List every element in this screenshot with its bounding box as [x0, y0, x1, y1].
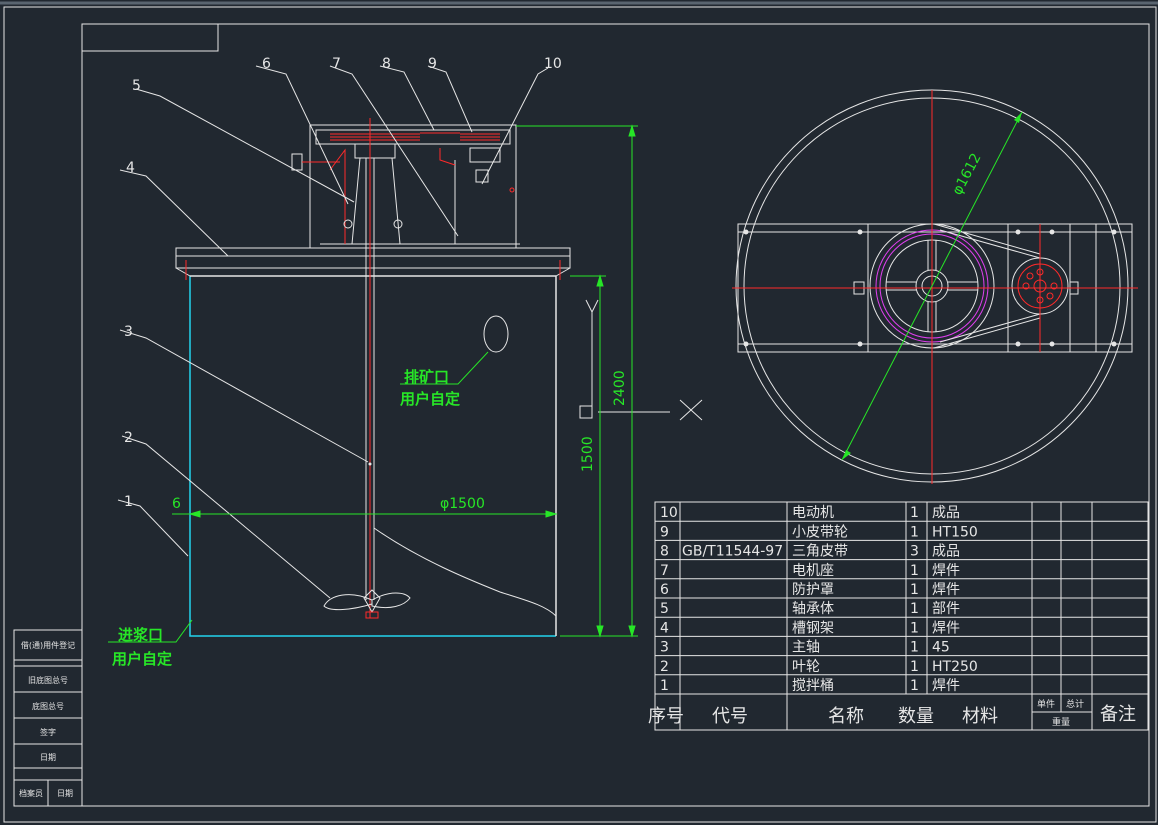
side-registration-table: 借(通)用件登记 旧底图总号 底图总号 签字 日期 档案员 日期	[13, 629, 83, 807]
bom-cell-no: 6	[660, 582, 669, 598]
bom-cell-name: 槽钢架	[792, 620, 834, 636]
dim-prefix: 6	[172, 496, 181, 512]
balloon-4: 4	[126, 160, 135, 176]
bom-header-qty: 数量	[898, 706, 934, 727]
bom-cell-material: 焊件	[932, 582, 960, 598]
balloon-8: 8	[382, 56, 391, 72]
bom-cell-name: 小皮带轮	[792, 524, 848, 540]
bom-cell-no: 3	[660, 640, 669, 656]
bom-cell-no: 5	[660, 601, 669, 617]
bom-header-remark: 备注	[1100, 704, 1136, 725]
bom-cell-code: GB/T11544-97	[682, 544, 783, 560]
bom-cell-qty: 1	[910, 524, 919, 540]
dim-outer-diameter: φ1612	[949, 151, 984, 198]
balloon-1: 1	[124, 494, 133, 510]
dim-total-height: 2400	[612, 370, 628, 406]
bom-cell-qty: 1	[910, 620, 919, 636]
bom-cell-name: 电动机	[792, 505, 834, 521]
note-feed-sub: 用户自定	[112, 650, 172, 668]
bom-cell-name: 主轴	[792, 640, 820, 656]
front-view: 1 2 3 4 5 6 7 8 9 10 6 φ1	[108, 56, 703, 668]
side-label-2: 底图总号	[32, 701, 64, 711]
bom-header-material: 材料	[962, 706, 998, 727]
bom-cell-qty: 1	[910, 601, 919, 617]
main-shaft	[365, 118, 375, 618]
bom-cell-material: 焊件	[932, 678, 960, 694]
side-label-4: 日期	[40, 753, 56, 762]
bom-cell-qty: 1	[910, 678, 919, 694]
note-discharge-sub: 用户自定	[400, 390, 460, 408]
v-belt	[933, 223, 1041, 349]
balloon-10: 10	[544, 56, 562, 72]
side-label-3: 签字	[40, 727, 56, 737]
bom-cell-name: 三角皮带	[792, 544, 848, 560]
bom-cell-material: 焊件	[932, 620, 960, 636]
discharge-opening	[483, 315, 509, 353]
bom-cell-no: 2	[660, 659, 669, 675]
bom-cell-qty: 1	[910, 563, 919, 579]
bom-header-weight: 重量	[1052, 716, 1070, 728]
bom-cell-qty: 1	[910, 640, 919, 656]
balloon-9: 9	[428, 56, 437, 72]
bom-header-unit: 单件	[1037, 698, 1055, 710]
top-view: φ1612	[732, 89, 1138, 484]
bom-cell-no: 8	[660, 544, 669, 560]
bom-cell-material: 焊件	[932, 563, 960, 579]
side-label-1: 旧底图总号	[28, 675, 68, 685]
guard-and-motor-seat	[291, 124, 520, 249]
dim-liquid-height: 1500	[580, 436, 596, 472]
side-label-6: 日期	[57, 789, 73, 798]
bom-cell-material: 部件	[932, 601, 960, 617]
dim-tank-diameter: φ1500	[440, 496, 485, 512]
bom-cell-qty: 1	[910, 659, 919, 675]
channel-frame	[175, 247, 571, 280]
impeller	[323, 589, 411, 619]
green-leaders	[108, 351, 489, 643]
bom-cell-material: 成品	[932, 505, 960, 521]
bom-cell-name: 叶轮	[792, 659, 820, 675]
bom-cell-no: 4	[660, 620, 669, 636]
annotation-leaders	[117, 65, 549, 599]
bom-cell-material: HT250	[932, 659, 978, 675]
bom-cell-no: 1	[660, 678, 669, 694]
bom-cell-material: 成品	[932, 544, 960, 560]
bom-cell-name: 搅拌桶	[792, 678, 834, 694]
dimension-lines	[172, 124, 638, 638]
bom-header-no: 序号	[648, 706, 684, 727]
bom-cell-no: 10	[660, 505, 678, 521]
bom-cell-qty: 3	[910, 544, 919, 560]
bom-cell-name: 电机座	[792, 563, 834, 579]
bom-cell-qty: 1	[910, 505, 919, 521]
balloon-7: 7	[332, 56, 341, 72]
note-feed-title: 进浆口	[118, 626, 163, 644]
bom-cell-name: 轴承体	[792, 601, 834, 617]
flow-curve	[373, 527, 557, 617]
mixing-tank	[189, 275, 557, 637]
bom-cell-qty: 1	[910, 582, 919, 598]
bom-header-name: 名称	[828, 706, 864, 727]
side-label-5: 档案员	[19, 788, 43, 798]
bom-cell-no: 7	[660, 563, 669, 579]
side-label-0: 借(通)用件登记	[21, 640, 75, 650]
bom-header-code: 代号	[712, 706, 748, 727]
bom-cell-name: 防护罩	[792, 582, 834, 598]
note-discharge-title: 排矿口	[404, 368, 449, 386]
balloon-2: 2	[124, 430, 133, 446]
balloon-6: 6	[262, 56, 271, 72]
bom-cell-material: 45	[932, 640, 950, 656]
balloon-5: 5	[132, 78, 141, 94]
level-indicator	[579, 299, 703, 421]
bom-cell-no: 9	[660, 524, 669, 540]
centre-lines	[732, 90, 1138, 484]
bom-header-total: 总计	[1066, 698, 1084, 710]
balloon-3: 3	[124, 324, 133, 340]
bom-cell-material: HT150	[932, 524, 978, 540]
